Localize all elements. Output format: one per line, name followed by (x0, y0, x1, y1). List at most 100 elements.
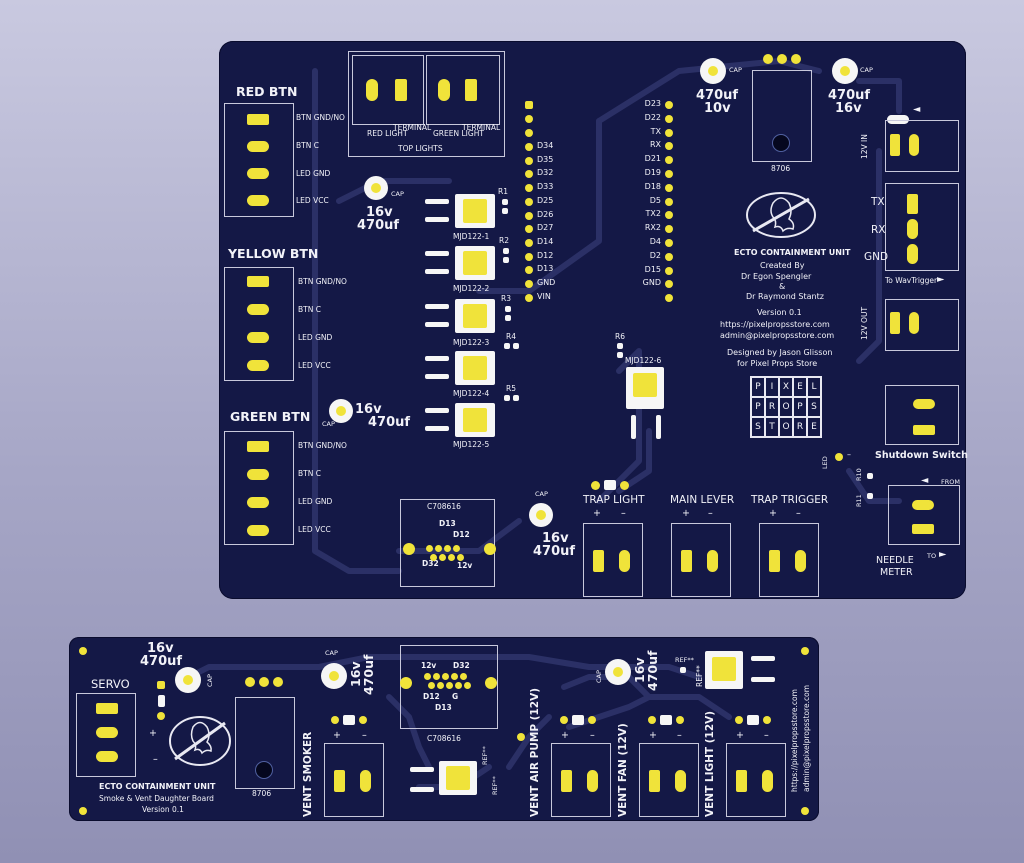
transistor-5-lead-1 (425, 408, 449, 413)
yellow-btn-pad-1 (247, 276, 269, 287)
cap-1-label: CAP (391, 190, 404, 198)
mcu-left-pin-label: D13 (537, 264, 554, 274)
connector-part: C708616 (427, 502, 461, 511)
daughter-board-traces (186, 654, 732, 790)
servo-connector (76, 693, 136, 777)
vent-light-connector (726, 743, 786, 817)
mcu-right-pin-label: D23 (644, 99, 661, 108)
d-regulator-hole (255, 761, 273, 779)
resistor-r6-pad-1 (617, 343, 623, 349)
d-connector-pin (446, 682, 453, 689)
mcu-left-pin-pad (525, 197, 533, 206)
mcu-left-pin-label: D27 (537, 223, 554, 233)
d-ref-2-lead-2 (751, 677, 775, 682)
trap-trigger-label: TRAP TRIGGER (751, 494, 829, 506)
d-connector-d13: D13 (435, 703, 452, 712)
vent-smoker-led-2 (359, 716, 367, 724)
d-email: admin@pixelpropsstore.com (802, 684, 811, 792)
mcu-left-pin-pad (525, 293, 533, 302)
trap-trigger-plus: + (769, 508, 777, 519)
resistor-r2-label: R2 (499, 236, 509, 245)
vent-fan-plus: + (649, 730, 657, 741)
green-light-terminal-label: TERMINAL (462, 123, 501, 132)
mcu-right-pin-label: TX2 (645, 209, 661, 219)
v12-out-label: 12V OUT (860, 306, 869, 340)
green-btn-pin-1: BTN GND/NO (298, 441, 347, 450)
wav-connector (885, 183, 959, 271)
green-btn-connector (224, 431, 294, 545)
d-connector-d32: D32 (453, 661, 470, 670)
green-btn-pad-2 (247, 469, 269, 480)
vent-air-led-1 (560, 716, 568, 724)
mcu-left-pin-pad (525, 225, 533, 234)
transistor-3-lead-2 (425, 322, 449, 327)
green-light-pad-1 (438, 79, 450, 101)
connector-mount-1 (403, 543, 415, 555)
vent-light-led-2 (763, 716, 771, 724)
vent-light-label: VENT LIGHT (12V) (704, 710, 716, 817)
d-plus: + (149, 728, 157, 739)
d-regulator-pin-2 (259, 677, 269, 687)
d-minus: – (153, 754, 158, 765)
green-btn-title: GREEN BTN (230, 409, 311, 424)
yellow-btn-pin-3: LED GND (298, 333, 333, 342)
connector-outline (400, 499, 495, 587)
d-ref-1-lead-2 (410, 787, 434, 792)
vent-smoker-pad-2 (360, 770, 371, 792)
needle-meter-connector (888, 485, 960, 545)
info-url: https://pixelpropsstore.com (720, 320, 830, 329)
logo-letter: P (751, 397, 765, 417)
main-lever-pad-1 (681, 550, 692, 572)
cap-2-capacitance: 470uf (368, 415, 411, 430)
v12-out-pad-1 (890, 312, 900, 334)
shutdown-pad-1 (913, 399, 935, 409)
ghostbusters-logo-icon (746, 192, 816, 238)
logo-letter: E (793, 377, 807, 397)
mcu-right-pin-pad (665, 280, 673, 289)
mcu-right-pin-pad (665, 225, 673, 234)
yellow-btn-pin-4: LED VCC (298, 361, 331, 370)
yellow-btn-title: YELLOW BTN (228, 246, 319, 261)
green-btn-pin-4: LED VCC (298, 525, 331, 534)
needle-pad-2 (912, 524, 934, 534)
d-cap-1-capacitance: 470uf (140, 654, 183, 669)
v12-out-connector (885, 299, 959, 351)
cap-4-capacitance: 470uf (696, 88, 739, 103)
red-btn-title: RED BTN (236, 84, 298, 99)
green-btn-pad-1 (247, 441, 269, 452)
v12-in-label: 12V IN (860, 134, 869, 159)
vent-air-label: VENT AIR PUMP (12V) (529, 687, 541, 817)
d-small-pad-1 (157, 681, 165, 689)
vent-smoker-minus: – (362, 730, 367, 741)
transistor-2-lead-2 (425, 269, 449, 274)
vent-smoker-connector (324, 743, 384, 817)
vent-light-minus: – (764, 730, 769, 741)
d-title: ECTO CONTAINMENT UNIT (99, 782, 216, 791)
mcu-left-pin-label: D35 (537, 154, 554, 164)
mcu-left-pin-pad (525, 170, 533, 179)
wav-rx: RX (871, 224, 886, 236)
mcu-left-top-pad (525, 115, 533, 123)
resistor-r4-pad-1 (504, 343, 510, 349)
vent-fan-connector (639, 743, 699, 817)
d-mount-1 (801, 647, 809, 655)
meter-label: METER (880, 567, 913, 578)
resistor-r6-pad-2 (617, 352, 623, 358)
d-connector-pin (437, 682, 444, 689)
cap-2-voltage: 16v (355, 402, 382, 417)
d-connector-pin (451, 673, 458, 680)
cap-4-label: CAP (729, 66, 742, 74)
mcu-right-extra-pad (665, 294, 673, 303)
connector-mount-2 (484, 543, 496, 555)
d-cap-2-capacitance: 470uf (361, 654, 376, 695)
resistor-r3-pad-2 (505, 315, 511, 321)
r10-pad (867, 473, 873, 479)
info-version: Version 0.1 (757, 308, 802, 317)
needle-pad-1 (912, 500, 934, 510)
d-connector-part: C708616 (427, 734, 461, 743)
d-connector-pin (424, 673, 431, 680)
resistor-r2-pad-1 (503, 248, 509, 254)
wav-arrow: ► (937, 274, 945, 285)
main-lever-connector (671, 523, 731, 597)
mcu-right-pin-label: D4 (649, 237, 661, 246)
